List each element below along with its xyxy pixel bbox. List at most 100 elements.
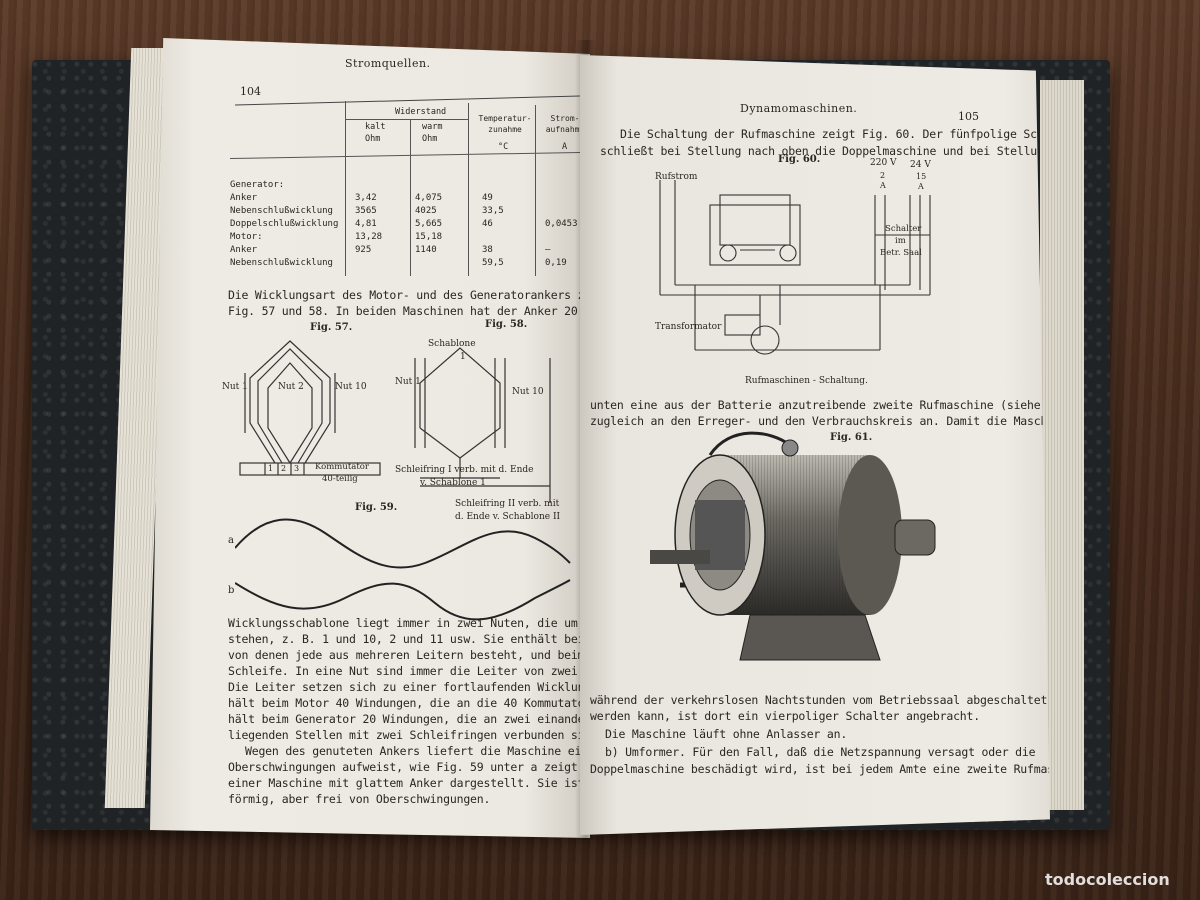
- table-cell-temp: 33,5: [482, 206, 504, 216]
- table-cell-kalt: 13,28: [355, 232, 383, 242]
- fig60-circuit-diagram: [659, 180, 931, 355]
- right-para1-line2: schließt bei Stellung nach oben die Dopp…: [600, 144, 1050, 158]
- fig57-winding-diagram: [239, 340, 381, 476]
- table-cell-label: Generator:: [230, 180, 285, 190]
- right-para5-line1: b) Umformer. Für den Fall, daß die Netzs…: [605, 745, 1036, 759]
- fig61-title: Fig. 61.: [830, 432, 873, 443]
- right-para4: Die Maschine läuft ohne Anlasser an.: [605, 727, 848, 741]
- resistance-table: Widerstand kalt Ohm warm Ohm Temperatur-…: [230, 93, 590, 283]
- fig60-15a-unit: A: [918, 182, 924, 191]
- fig60-24v: 24 V: [910, 160, 931, 170]
- fig58-schablone-n: 1: [460, 352, 466, 362]
- table-cell-warm: 5,665: [415, 219, 443, 229]
- fig58-ring2-a: Schleifring II verb. mit: [455, 499, 560, 509]
- col-warm-unit: Ohm: [422, 134, 438, 144]
- left-para2-line: liegenden Stellen mit zwei Schleifringen…: [228, 728, 590, 742]
- fig57-seg2: 2: [281, 464, 287, 473]
- fig58-winding-diagram: [414, 347, 551, 503]
- col-warm: warm: [422, 122, 443, 132]
- fig58-title: Fig. 58.: [485, 319, 528, 330]
- table-cell-strom: 0,0453: [545, 219, 578, 229]
- left-para2-line: hält beim Motor 40 Windungen, die an die…: [228, 696, 590, 710]
- fig58-nut1: Nut 1: [395, 377, 421, 387]
- fig57-nut1: Nut 1: [222, 382, 248, 392]
- fig60-caption: Rufmaschinen - Schaltung.: [745, 376, 868, 386]
- table-cell-strom: —: [545, 245, 551, 255]
- right-para5-line2: Doppelmaschine beschädigt wird, ist bei …: [590, 762, 1050, 776]
- right-para2-line1: unten eine aus der Batterie anzutreibend…: [590, 398, 1050, 412]
- col-temp: Temperatur-zunahme: [478, 114, 532, 134]
- left-para1-line2: Fig. 57 und 58. In beiden Maschinen hat …: [228, 304, 590, 318]
- table-cell-label: Anker: [230, 245, 258, 255]
- right-running-header: Dynamomaschinen.: [740, 102, 858, 115]
- col-strom: Strom-aufnahme: [545, 114, 585, 134]
- fig60-15a: 15: [916, 172, 927, 181]
- table-cell-label: Nebenschlußwicklung: [230, 206, 333, 216]
- table-cell-label: Anker: [230, 193, 258, 203]
- fig60-betr-saal: Betr. Saal: [880, 248, 922, 258]
- table-vline-3: [468, 103, 469, 276]
- left-running-header: Stromquellen.: [345, 57, 431, 70]
- left-para2-line: Die Leiter setzen sich zu einer fortlauf…: [228, 680, 590, 694]
- left-para2-line: hält beim Generator 20 Windungen, die an…: [228, 712, 590, 726]
- fig58-ring1-a: Schleifring I verb. mit d. Ende: [395, 465, 534, 475]
- left-para3-line: förmig, aber frei von Oberschwingungen.: [228, 792, 491, 806]
- table-cell-temp: 46: [482, 219, 493, 229]
- fig58-ring1-b: v. Schablone 1: [420, 478, 486, 488]
- table-cell-temp: 38: [482, 245, 493, 255]
- left-para1-line1: Die Wicklungsart des Motor- und des Gene…: [228, 288, 590, 302]
- table-cell-temp: 49: [482, 193, 493, 203]
- left-para3-line: Oberschwingungen aufweist, wie Fig. 59 u…: [228, 760, 590, 774]
- col-kalt: kalt: [365, 122, 386, 132]
- left-page: Stromquellen. 104 Widerstand kalt Ohm wa…: [150, 38, 590, 838]
- fig60-220v: 220 V: [870, 158, 897, 168]
- fig60-rufstrom: Rufstrom: [655, 172, 698, 182]
- table-cell-temp: 59,5: [482, 258, 504, 268]
- fig60-2a-unit: A: [880, 181, 886, 190]
- left-para2-line: Wicklungsschablone liegt immer in zwei N…: [228, 616, 590, 630]
- fig61-motor-engraving: [650, 431, 936, 661]
- right-page: Dynamomaschinen. 105 Die Schaltung der R…: [580, 55, 1050, 835]
- table-vline-4: [535, 105, 536, 276]
- left-para2-line: von denen jede aus mehreren Leitern best…: [228, 648, 590, 662]
- table-cell-warm: 1140: [415, 245, 437, 255]
- table-cell-kalt: 4,81: [355, 219, 377, 229]
- table-hline-head: [230, 151, 580, 160]
- right-para1-line1: Die Schaltung der Rufmaschine zeigt Fig.…: [620, 127, 1050, 141]
- table-cell-kalt: 3565: [355, 206, 377, 216]
- left-para2-line: stehen, z. B. 1 und 10, 2 und 11 usw. Si…: [228, 632, 590, 646]
- fig59-label-a: a: [228, 535, 234, 546]
- table-cell-label: Motor:: [230, 232, 263, 242]
- fig57-nut10: Nut 10: [335, 382, 367, 392]
- right-para3-line2: werden kann, ist dort ein vierpoliger Sc…: [590, 709, 980, 723]
- col-temp-unit: °C: [498, 142, 509, 152]
- fig58-schablone: Schablone: [428, 339, 476, 349]
- left-para3-line: einer Maschine mit glattem Anker dargest…: [228, 776, 590, 790]
- table-cell-label: Doppelschlußwicklung: [230, 219, 339, 229]
- fig57-nut2: Nut 2: [278, 382, 304, 392]
- fig60-transformator: Transformator: [655, 322, 722, 332]
- left-para3-line: Wegen des genuteten Ankers liefert die M…: [245, 744, 590, 758]
- table-vline-1: [345, 101, 346, 276]
- table-cell-warm: 4025: [415, 206, 437, 216]
- col-kalt-unit: Ohm: [365, 134, 381, 144]
- right-para2-line2: zugleich an den Erreger- und den Verbrau…: [590, 414, 1050, 428]
- fig58-ring2-b: d. Ende v. Schablone II: [455, 512, 561, 522]
- fig59-label-b: b: [228, 585, 235, 596]
- left-page-number: 104: [240, 85, 261, 98]
- fig60-2a: 2: [880, 171, 886, 180]
- right-para3-line1: während der verkehrslosen Nachtstunden v…: [590, 693, 1048, 707]
- table-cell-label: Nebenschlußwicklung: [230, 258, 333, 268]
- fig58-nut10: Nut 10: [512, 387, 544, 397]
- left-para2-line: Schleife. In eine Nut sind immer die Lei…: [228, 664, 590, 678]
- right-page-number: 105: [958, 110, 979, 123]
- col-group-widerstand: Widerstand: [395, 107, 447, 117]
- watermark-text: todocoleccion: [1045, 870, 1170, 889]
- fig57-kommutator: Kommutator: [315, 462, 369, 472]
- fig60-im: im: [895, 236, 906, 246]
- table-cell-kalt: 3,42: [355, 193, 377, 203]
- table-cell-kalt: 925: [355, 245, 372, 255]
- fig60-title: Fig. 60.: [778, 154, 821, 165]
- fig57-teilig: 40-teilig: [322, 474, 358, 484]
- col-strom-unit: A: [562, 142, 568, 152]
